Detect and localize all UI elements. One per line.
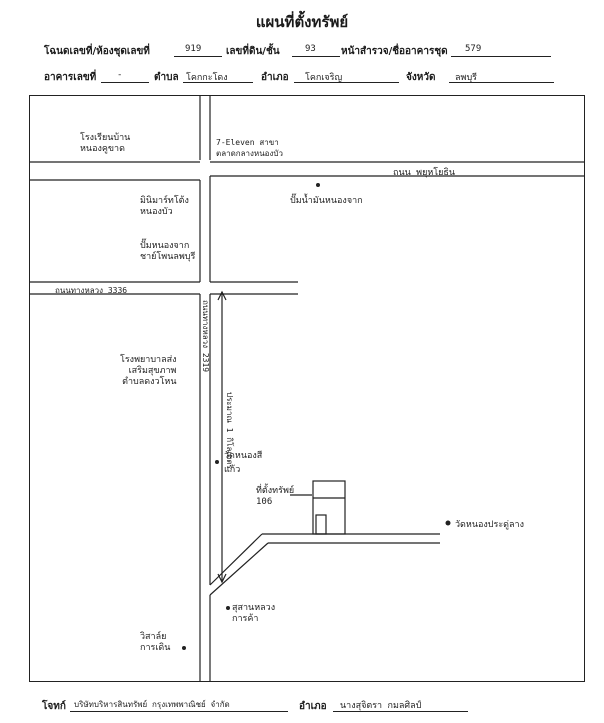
subdistrict-label: ตำบล (154, 72, 179, 83)
temple-nong-dot (215, 460, 219, 464)
survey-label: หน้าสำรวจ/ชื่ออาคารชุด (341, 46, 448, 57)
land-no-underline (292, 56, 340, 57)
owner-value: บริษัทบริหารสินทรัพย์ กรุงเทพพาณิชย์ จำก… (74, 700, 230, 709)
district-label: อำเภอ (261, 72, 289, 83)
surveyor-underline (333, 711, 468, 712)
surveyor-value: นางสุจิตรา กมลศิลป์ (340, 701, 422, 711)
deed-label: โฉนดเลขที่/ห้องชุดเลขที่ (44, 46, 150, 57)
temple-right-dot (445, 520, 451, 526)
owner-underline (70, 711, 288, 712)
survey-underline (451, 56, 551, 57)
side-road-diag-upper (209, 533, 263, 586)
page-title: แผนที่ตั้งทรัพย์ (255, 13, 349, 31)
province-underline (449, 82, 554, 83)
map-frame (29, 95, 585, 682)
distance-arrow-top (217, 290, 227, 301)
gas-station-dot (316, 183, 320, 187)
property-label: ที่ตั้งทรัพย์ 106 (256, 486, 295, 507)
school-bottom-dot (182, 646, 186, 650)
deed-underline (174, 56, 222, 57)
road-vertical-label: ถนนทางหลวง 2319 (201, 300, 210, 373)
main-road-label: ถนน พยุหโยธิน (393, 168, 456, 178)
seven-eleven-label: 7-Eleven สาขา ตลาดกลางหนองบัว (216, 138, 283, 158)
school-mid-label: โรงพยาบาลส่ง เสริมสุขภาพ ตำบลดงวโหน (120, 355, 177, 387)
temple-right-label: วัดหนองประดู่ลาง (455, 520, 524, 530)
side-road-diag-lower (209, 542, 269, 596)
gas-station-label: ปั๊มน้ำมันหนองจาก (290, 196, 363, 206)
building-value: - (117, 70, 123, 80)
property-plot-inner (315, 514, 327, 535)
school-bottom-label: วิสาล์ย การเดิน (140, 632, 171, 653)
district-value: โคกเจริญ (305, 73, 343, 83)
temple-bottom-label: สุสานหลวง การค้า (232, 603, 276, 624)
local-shop-label: มินิมาร์ทโต้ง หนองบัว (140, 196, 189, 217)
building-underline (101, 82, 149, 83)
highway-label: ถนนทางหลวง 3336 (55, 286, 128, 295)
land-no-label: เลขที่ดิน/ชั้น (226, 46, 280, 57)
temple-bottom-dot (226, 606, 230, 610)
province-label: จังหวัด (406, 72, 436, 83)
market-label: ปั๊มหนองจาก ชาย์โพนลพบุรี (140, 241, 196, 262)
survey-value: 579 (465, 44, 482, 54)
surveyor-label: อำเภอ (299, 701, 327, 712)
district-underline (294, 82, 399, 83)
school-top-label: โรงเรียนบ้าน หนองคูขาด (80, 133, 131, 154)
deed-value: 919 (185, 44, 202, 54)
temple-nong-label: วัดหนองสีแก้ว (224, 451, 263, 475)
property-plot (312, 480, 346, 535)
building-label: อาคารเลขที่ (44, 72, 97, 83)
distance-arrow-bottom (217, 573, 227, 584)
subdistrict-value: โคกกะโดง (186, 73, 228, 83)
land-no-value: 93 (305, 44, 316, 54)
owner-label: โจทก์ (42, 701, 66, 712)
subdistrict-underline (183, 82, 253, 83)
province-value: ลพบุรี (455, 73, 477, 83)
